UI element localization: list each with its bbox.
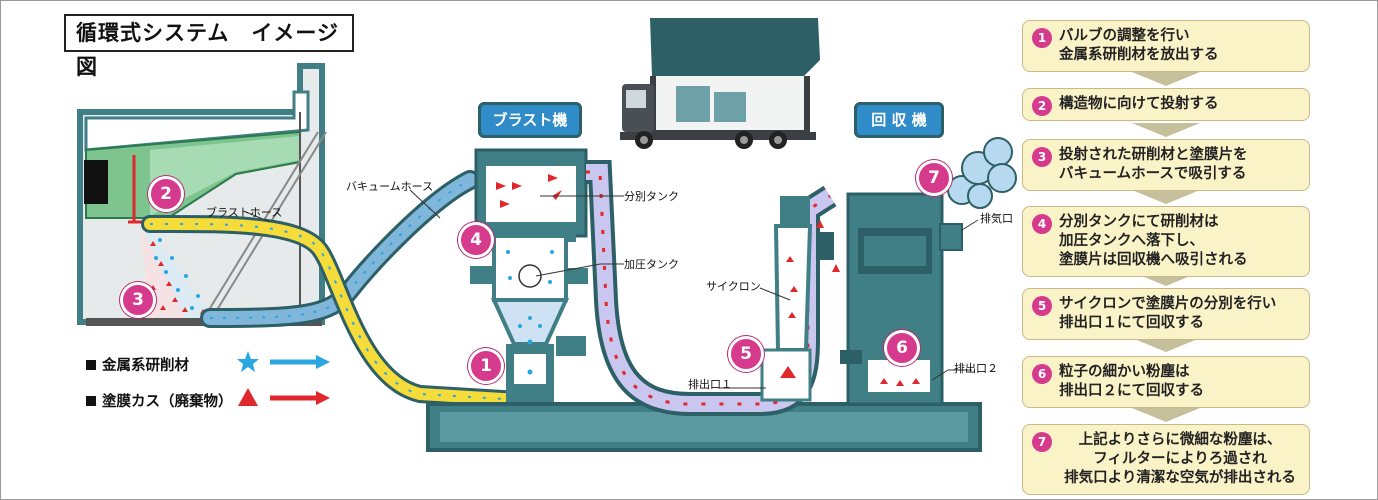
blast-machine [470,148,588,402]
step-1-line-1: バルブの調整を行い [1059,28,1190,44]
step-7-line-3: 排気口より清潔な空気が排出される [1064,470,1296,486]
step-4-line-2: 加圧タンクへ落下し、 [1059,233,1204,249]
bridge-structure [77,63,327,326]
step-7-line-1: 上記よりさらに微細な粉塵は、 [1078,432,1282,448]
legend-symbol-abrasive [237,351,330,372]
step-2-number: 2 [1032,96,1052,116]
separation-tank-label: 分別タンク [624,190,679,203]
step-5-line-2: 排出口１にて回収する [1059,315,1204,331]
step-6: 6 粒子の細かい粉塵は 排出口２にて回収する [1022,356,1310,408]
step-4-number: 4 [1032,214,1052,234]
pressure-tank-label: 加圧タンク [624,258,679,271]
step-connectors [1132,72,1200,422]
callout-lines [245,189,979,389]
legend-item-abrasive: 金属系研削材 [86,354,189,375]
recovery-machine [760,137,1017,406]
step-3-number: 3 [1032,147,1052,167]
marker-1: 1 [468,348,504,384]
marker-4: 4 [458,222,494,258]
step-6-line-1: 粒子の細かい粉塵は [1059,364,1190,380]
step-4: 4 分別タンクにて研削材は 加圧タンクへ落下し、 塗膜片は回収機へ吸引される [1022,206,1310,277]
marker-7: 7 [916,160,952,196]
step-5-line-1: サイクロンで塗膜片の分別を行い [1059,296,1277,312]
marker-6: 6 [884,330,920,366]
step-4-line-3: 塗膜片は回収機へ吸引される [1059,252,1248,268]
exhaust-label: 排気口 [980,212,1013,225]
outlet-1-label: 排出口１ [688,378,732,391]
step-1-line-2: 金属系研削材を放出する [1059,47,1219,63]
vacuum-hose-label: バキュームホース [346,180,434,193]
outlet-2-label: 排出口２ [954,362,998,375]
step-5: 5 サイクロンで塗膜片の分別を行い 排出口１にて回収する [1022,288,1310,340]
star-icon [237,351,259,372]
step-2-line-1: 構造物に向けて投射する [1059,96,1219,112]
marker-5: 5 [728,336,764,372]
step-3: 3 投射された研削材と塗膜片を バキュームホースで吸引する [1022,139,1310,191]
triangle-icon [238,388,258,406]
step-6-line-2: 排出口２にて回収する [1059,383,1204,399]
legend-item-waste: 塗膜カス（廃棄物） [86,390,233,411]
marker-2: 2 [148,176,184,212]
blast-machine-label: ブラスト機 [478,102,582,138]
truck-illustration [620,18,820,149]
step-1: 1 バルブの調整を行い 金属系研削材を放出する [1022,20,1310,72]
marker-3: 3 [120,282,156,318]
step-1-number: 1 [1032,28,1052,48]
legend-symbol-waste [238,388,330,406]
legend-label-abrasive: 金属系研削材 [102,358,189,374]
blast-hose-label: ブラストホース [206,206,283,219]
step-7-line-2: フィルターによりろ過され [1093,451,1267,467]
step-3-line-2: バキュームホースで吸引する [1059,166,1247,182]
step-6-number: 6 [1032,364,1052,384]
step-7: 7 上記よりさらに微細な粉塵は、 フィルターによりろ過され 排気口より清潔な空気… [1022,424,1310,495]
legend-label-waste: 塗膜カス（廃棄物） [102,394,233,410]
step-2: 2 構造物に向けて投射する [1022,88,1310,121]
diagram-title: 循環式システム イメージ図 [64,14,354,79]
step-4-line-1: 分別タンクにて研削材は [1059,214,1219,230]
recovery-machine-label: 回 収 機 [854,102,944,138]
step-3-line-1: 投射された研削材と塗膜片を [1059,147,1248,163]
step-5-number: 5 [1032,296,1052,316]
cyclone-label: サイクロン [706,280,761,293]
step-7-number: 7 [1032,432,1052,452]
